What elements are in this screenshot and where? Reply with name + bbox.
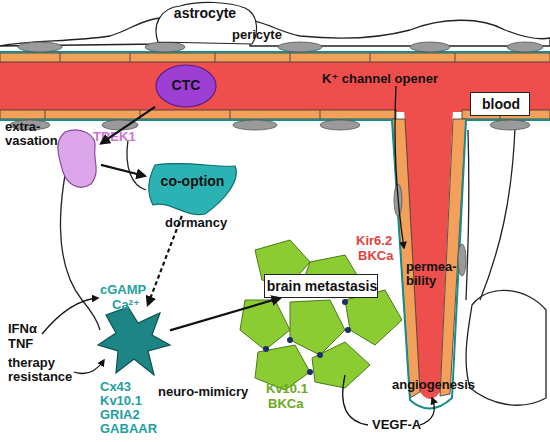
cell-outline (98, 305, 170, 377)
cell-border (370, 53, 371, 62)
gap-junction (263, 346, 269, 352)
metastasis-cell (240, 240, 402, 390)
astrocyte-process (0, 18, 550, 405)
cytokine-name: TNF (8, 337, 33, 351)
node-text: extra- vasation (5, 120, 53, 148)
node-text: TREK1 (93, 130, 136, 144)
structure-label: pericyte (232, 28, 282, 42)
pericyte-cell (320, 120, 360, 130)
astrocyte-process (127, 140, 146, 190)
co-option-cell: co-option (145, 160, 240, 216)
node-text: brain metastasis (265, 279, 379, 293)
endothelial-cells (0, 53, 550, 398)
channel-name: Kir6.2 (356, 234, 392, 248)
arrow-connector (101, 165, 145, 176)
process-label: angiogenesis (392, 378, 475, 392)
basement-membrane (0, 120, 550, 409)
arrow-connector (170, 298, 280, 330)
cell-border (45, 53, 500, 119)
cytokine-name: IFNα (8, 322, 37, 336)
leader-line (74, 360, 104, 374)
node-text: CTC (155, 78, 217, 92)
signal-name: cGAMP (100, 283, 146, 297)
cell-shape (58, 130, 96, 187)
cell-border (320, 110, 321, 119)
gap-junction (287, 337, 293, 343)
pericyte-cell (145, 42, 185, 52)
pericyte-cell (10, 42, 543, 276)
cell-border (455, 53, 456, 62)
cell-shape (149, 163, 236, 214)
channel-name: BKCa (268, 397, 303, 411)
metastasis-cell (312, 342, 370, 388)
pericyte-cell (278, 42, 322, 52)
astrocyte-process (466, 290, 546, 405)
treatment-label: K⁺ channel opener (322, 72, 438, 86)
vessel-lumen (0, 60, 550, 399)
gap-junction (307, 369, 313, 375)
vessel-lumen (0, 60, 550, 112)
metastasis-cell (240, 300, 290, 350)
leader-line (420, 398, 434, 425)
endothelial-cells (0, 110, 396, 119)
leader-line (343, 375, 368, 425)
signal-name: Ca²⁺ (112, 298, 140, 312)
astrocyte-process (480, 128, 515, 300)
channel-name: Kv10.1 (100, 394, 142, 408)
node-text: blood (471, 97, 531, 111)
factor-name: VEGF-A (372, 418, 421, 432)
process-label: permea- bility (406, 260, 456, 288)
leader-line (42, 86, 434, 425)
neuro-mimicry-cell: neuro-mimicry (98, 305, 170, 377)
pericyte-cell (490, 120, 530, 130)
cell-border (290, 53, 291, 62)
leader-line (395, 86, 404, 248)
cell-border (215, 53, 216, 62)
pericyte-cell (18, 42, 62, 52)
pericyte-cell (102, 120, 138, 130)
process-label: therapy resistance (8, 356, 80, 384)
channel-name: BKCa (358, 249, 393, 263)
endothelial-cells (440, 119, 466, 396)
astrocyte-process (466, 130, 469, 300)
channel-name: GABAAR (100, 422, 157, 436)
gap-junction (345, 327, 351, 333)
arrow-connector (148, 216, 182, 305)
endothelial-cells (0, 53, 550, 62)
pericyte-cell (233, 120, 277, 130)
node-text: astrocyte (150, 6, 260, 20)
gap-junction (317, 352, 323, 358)
cell-border (60, 53, 61, 62)
cell-border (130, 53, 131, 62)
leader-line (42, 298, 98, 334)
metastasis-cell (345, 290, 402, 345)
node-text: co-option (145, 174, 240, 188)
process-label: dormancy (165, 216, 227, 230)
ctc-cell: CTC (155, 64, 217, 108)
channel-name: GRIA2 (100, 408, 140, 422)
cell-outline (145, 160, 240, 216)
metastasis-box: brain metastasis (264, 274, 378, 298)
node-text: neuro-mimicry (158, 385, 248, 399)
gap-junction (342, 299, 348, 305)
cell-border (140, 110, 141, 119)
pericyte-cell (458, 244, 466, 276)
cell-shape (156, 65, 216, 107)
channel-name: Kv10.1 (266, 382, 308, 396)
blood-box: blood (470, 92, 530, 116)
extravasating-cell: extra- vasationTREK1 (55, 128, 101, 190)
basement-membrane (0, 52, 550, 409)
basement-membrane (0, 51, 550, 53)
cell-border (230, 110, 231, 119)
astrocyte-process (0, 18, 160, 46)
arrow-connector (101, 107, 155, 144)
cell-shape (98, 307, 170, 375)
pericyte-cell (410, 42, 450, 52)
channel-name: Cx43 (100, 380, 131, 394)
pericyte-cell (507, 42, 543, 52)
cell-border (45, 110, 46, 119)
